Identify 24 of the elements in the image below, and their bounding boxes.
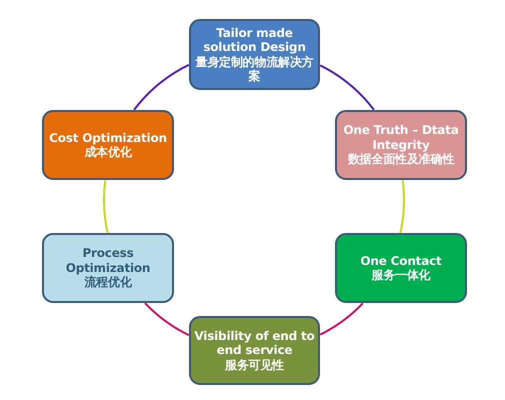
box-label: Tailor made solution Design: [202, 26, 307, 54]
connector-arc: [103, 179, 109, 234]
box-label: 流程优化: [84, 275, 132, 290]
process-box: [335, 110, 467, 180]
connector-arc: [320, 302, 364, 336]
connector-arc: [133, 64, 190, 110]
box-label: 服务可见性: [224, 358, 284, 372]
box-label: 成本优化: [84, 145, 132, 160]
box-label: 量身定制的物流解决方案: [194, 54, 314, 84]
process-box: [42, 233, 174, 303]
connector-arc: [144, 302, 190, 336]
process-box: [189, 19, 320, 90]
box-label: Cost Optimization: [49, 130, 167, 145]
box-label: One Contact: [360, 254, 442, 268]
box-label: 数据全面性及准确性: [348, 152, 454, 167]
connector-arc: [320, 64, 375, 110]
process-box: [189, 316, 320, 385]
process-box: [42, 110, 174, 180]
connector-arc: [399, 180, 405, 234]
box-label: Visibility of end to end service: [194, 328, 315, 358]
box-label: 服务一体化: [371, 268, 430, 282]
box-label: One Truth – Dtata Integrity: [342, 123, 460, 152]
box-label: Process Optimization: [64, 246, 152, 276]
process-box: [335, 233, 467, 303]
